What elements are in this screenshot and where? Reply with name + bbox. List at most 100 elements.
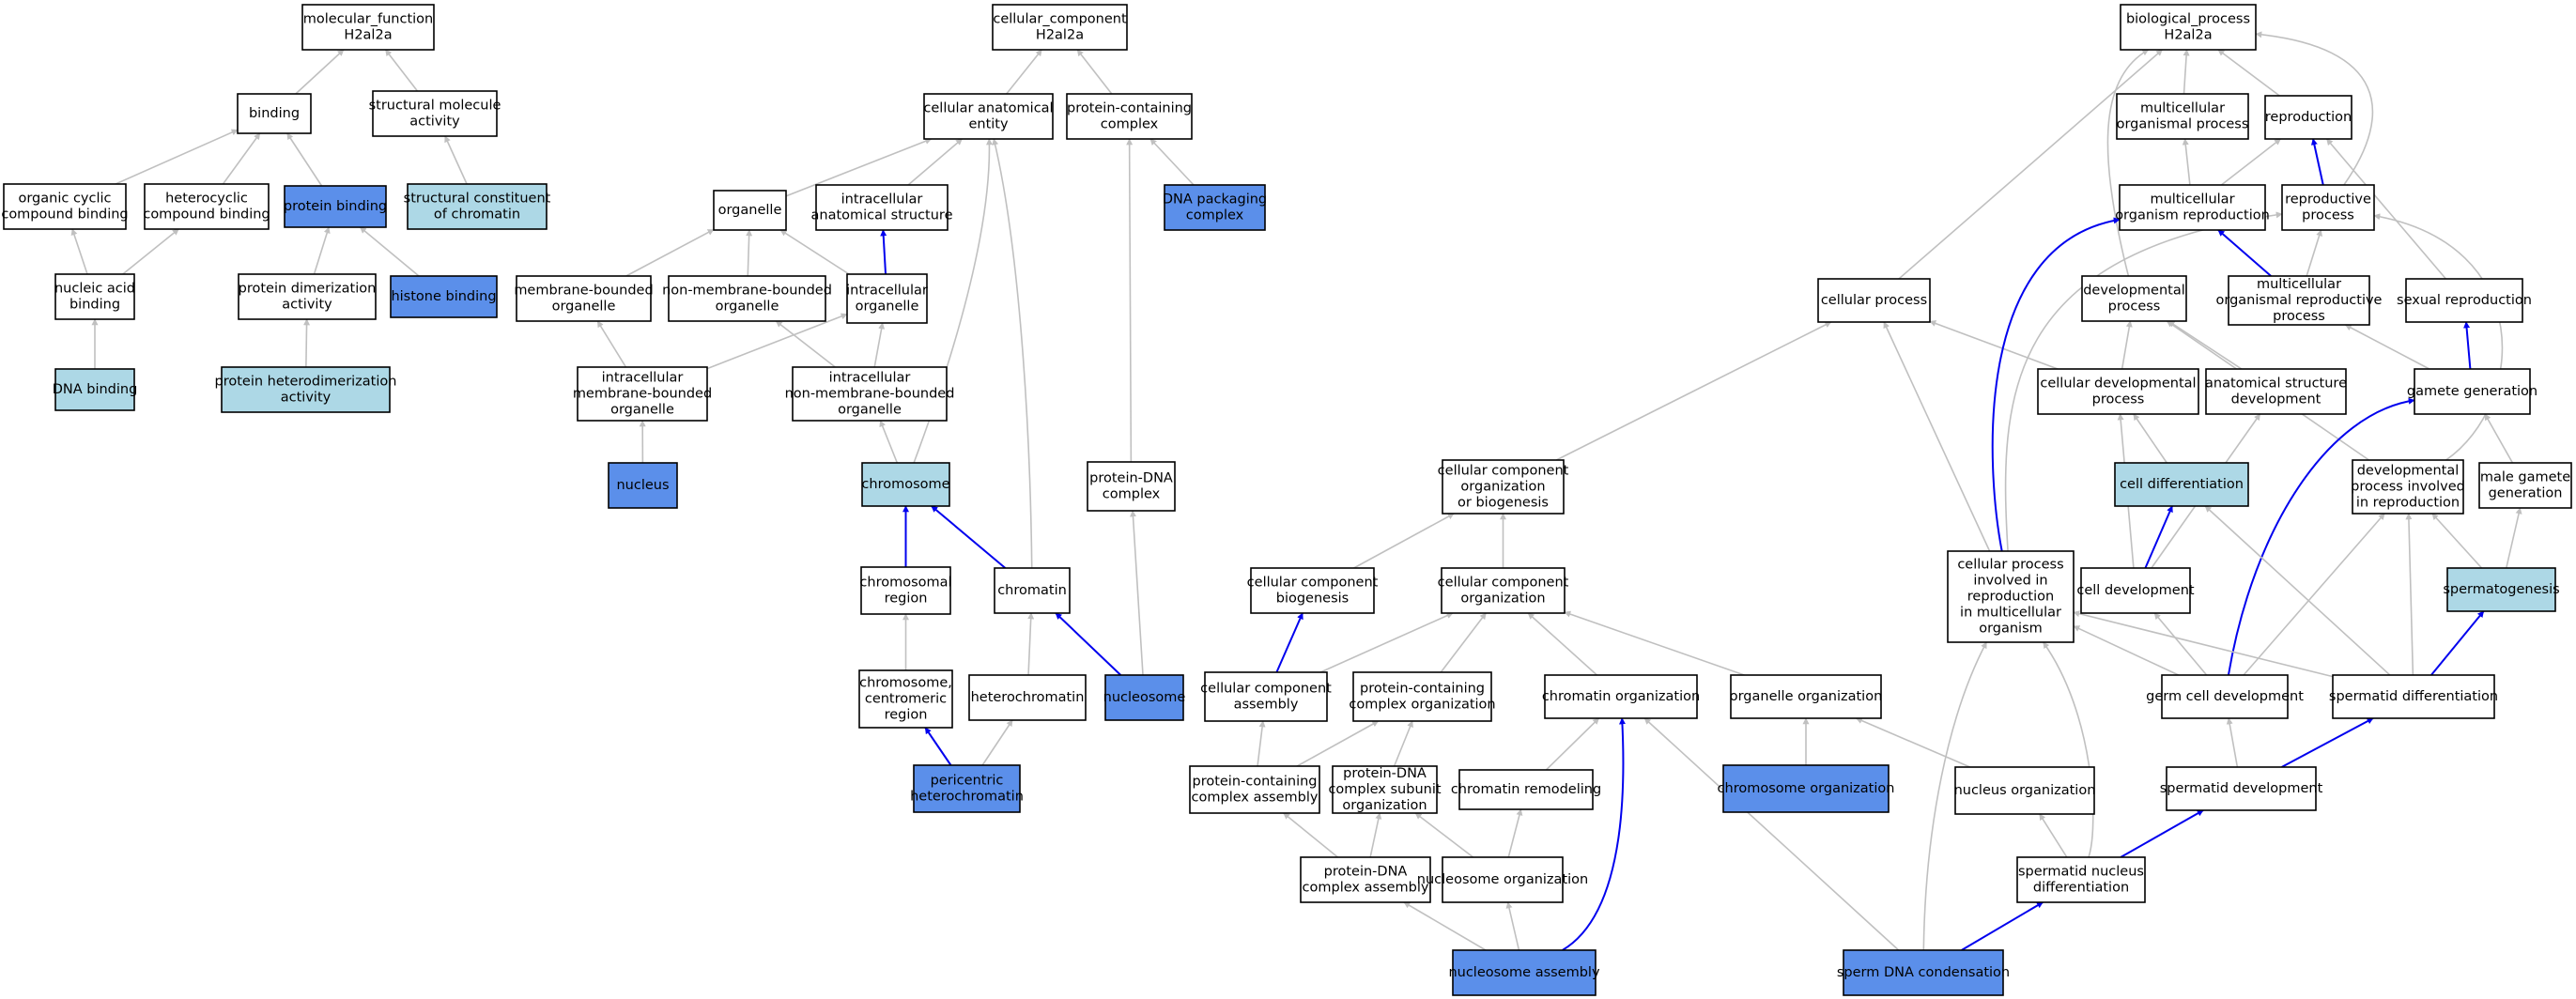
node-org-org[interactable]: organelle organization <box>1730 674 1883 719</box>
node-chrom-org[interactable]: chromatin organization <box>1542 674 1700 719</box>
node-box <box>2332 674 2495 719</box>
node-label-line: intracellular <box>602 371 684 386</box>
node-chromosome[interactable]: chromosome <box>861 462 950 507</box>
node-box <box>968 674 1087 721</box>
node-dna-binding[interactable]: DNA binding <box>53 368 138 411</box>
node-box <box>372 90 498 137</box>
node-label-line: binding <box>69 298 120 313</box>
node-heterochromatin[interactable]: heterochromatin <box>968 674 1087 721</box>
node-binding[interactable]: binding <box>237 93 312 134</box>
node-box <box>577 366 708 422</box>
node-label-line: protein-containing <box>1360 682 1485 697</box>
edge-struct_mol-to-mf <box>384 49 419 92</box>
edge-nucleosome_asm-to-nucleosome_org <box>1505 901 1520 951</box>
edge-germ_dev-to-cp_repro <box>2073 625 2180 676</box>
node-label-line: process involved <box>2351 480 2465 495</box>
node-label-line: compound binding <box>143 207 270 223</box>
node-cell-diff[interactable]: cell differentiation <box>2114 462 2249 507</box>
node-spermatid-dev[interactable]: spermatid development <box>2160 766 2323 811</box>
node-inmbo[interactable]: intracellularnon-membrane-boundedorganel… <box>785 366 955 422</box>
node-histone-binding[interactable]: histone binding <box>390 275 498 318</box>
node-sperm-dna[interactable]: sperm DNA condensation <box>1837 949 2010 996</box>
edge-organic_cyclic-to-binding <box>115 129 239 185</box>
node-nucleosome-org[interactable]: nucleosome organization <box>1417 856 1588 903</box>
edge-anat_dev-to-dev_proc <box>2167 320 2243 370</box>
node-box <box>2120 4 2257 51</box>
node-nucleosome[interactable]: nucleosome <box>1103 674 1186 721</box>
node-cell-dev[interactable]: cell development <box>2076 567 2195 614</box>
node-nucleus[interactable]: nucleus <box>608 462 678 509</box>
node-label-line: germ cell development <box>2146 689 2304 704</box>
edge-germ_dev-to-cell_dev <box>2153 612 2208 676</box>
node-label-line: activity <box>281 391 332 406</box>
edge-nucleosome_org-to-pdna_sub <box>1414 812 1474 858</box>
node-chromosome-org[interactable]: chromosome organization <box>1718 764 1895 813</box>
node-reproduction[interactable]: reproduction <box>2264 95 2352 140</box>
node-label-line: protein-containing <box>1067 101 1192 116</box>
node-germ-dev[interactable]: germ cell development <box>2146 674 2304 719</box>
node-label-line: complex assembly <box>1303 881 1429 896</box>
edge-cae-to-cc <box>1006 49 1042 95</box>
node-nucleus-org[interactable]: nucleus organization <box>1954 766 2096 815</box>
node-chrom-remodel[interactable]: chromatin remodeling <box>1451 769 1601 810</box>
edge-pdna_sub-to-pcco <box>1393 720 1413 767</box>
edge-pdna_complex-to-pcc <box>1126 138 1134 463</box>
node-label-line: DNA packaging <box>1163 192 1267 207</box>
node-organelle[interactable]: organelle <box>713 190 787 231</box>
node-label-line: chromosome <box>861 477 949 492</box>
node-cell-proc[interactable]: cellular process <box>1817 278 1931 323</box>
node-box <box>713 190 787 231</box>
node-gamete-gen[interactable]: gamete generation <box>2407 368 2537 415</box>
node-sex-repro[interactable]: sexual reproduction <box>2397 278 2532 323</box>
node-box <box>3 183 127 230</box>
node-spermatogenesis[interactable]: spermatogenesis <box>2443 567 2560 612</box>
node-spermatid-diff[interactable]: spermatid differentiation <box>2329 674 2498 719</box>
edge-heterochromatin-to-chromatin <box>1027 612 1035 676</box>
node-protein-binding[interactable]: protein binding <box>284 185 387 228</box>
node-nucleosome-asm[interactable]: nucleosome assembly <box>1448 949 1600 996</box>
node-box <box>2205 368 2347 415</box>
node-chromatin[interactable]: chromatin <box>994 567 1071 614</box>
